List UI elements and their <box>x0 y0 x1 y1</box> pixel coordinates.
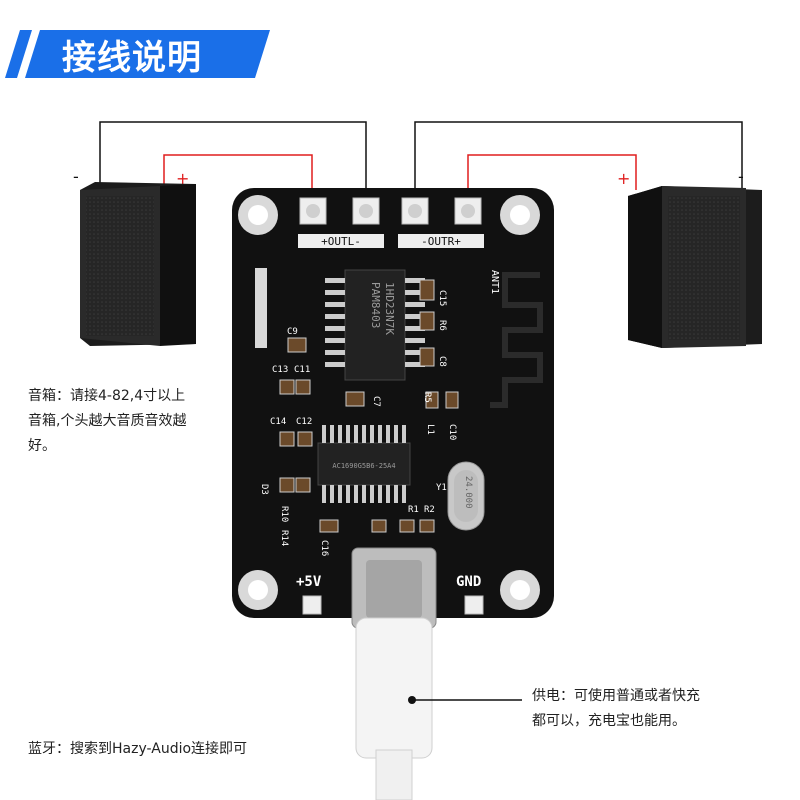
left-speaker <box>80 182 196 346</box>
antenna-trace <box>490 272 543 408</box>
header-banner <box>5 30 270 78</box>
bluetooth-chip: AC1690G5B6-25A4 <box>317 425 411 503</box>
svg-text:C9: C9 <box>287 327 298 337</box>
amp-chip-code: 1HD23N7K <box>383 282 396 335</box>
plus5v-label: +5V <box>296 574 322 590</box>
left-plus-sign: + <box>176 169 189 188</box>
positive-wires <box>163 154 637 208</box>
page-title: 接线说明 <box>62 38 202 78</box>
left-minus-sign: - <box>73 167 79 186</box>
svg-text:R6: R6 <box>437 320 447 331</box>
svg-text:C16: C16 <box>319 540 329 556</box>
svg-text:R5: R5 <box>422 392 432 403</box>
svg-text:Y1: Y1 <box>436 483 447 493</box>
plus5v-pad <box>302 595 322 615</box>
mounting-hole <box>238 195 278 235</box>
svg-text:L1: L1 <box>425 424 435 435</box>
svg-text:C13: C13 <box>272 365 288 375</box>
right-minus-sign: - <box>738 167 744 186</box>
smd-components <box>279 279 459 533</box>
svg-text:C11: C11 <box>294 365 310 375</box>
bluetooth-note: 蓝牙：搜索到Hazy-Audio连接即可 <box>28 741 248 757</box>
speaker-note: 音箱：请接4-82,4寸以上 音箱,个头越大音质音效越 好。 <box>28 384 248 459</box>
power-note-line: 都可以，充电宝也能用。 <box>532 713 686 729</box>
outl-label: +OUTL- <box>321 235 361 248</box>
svg-text:C15: C15 <box>437 290 447 306</box>
output-pads <box>299 197 482 225</box>
crystal: 24.000 <box>447 461 485 531</box>
svg-text:R1: R1 <box>408 505 419 515</box>
silkscreen-labels: C15 R6 C8 C9 C11 C13 C7 R5 C10 L1 C14 C1… <box>259 290 457 556</box>
gnd-pad <box>464 595 484 615</box>
svg-text:C8: C8 <box>437 356 447 367</box>
svg-text:C14: C14 <box>270 417 286 427</box>
svg-text:R2: R2 <box>424 505 435 515</box>
bluetooth-chip-name: AC1690G5B6-25A4 <box>332 462 395 470</box>
speaker-note-line: 音箱,个头越大音质音效越 <box>28 413 187 429</box>
svg-text:D3: D3 <box>259 484 269 495</box>
amp-chip-name: PAM8403 <box>369 282 382 328</box>
svg-text:R10: R10 <box>279 506 289 522</box>
power-note: 供电：可使用普通或者快充 都可以，充电宝也能用。 <box>532 684 782 734</box>
pcb-board: +OUTL- -OUTR+ ANT1 PAM8403 1HD23N7K <box>232 188 554 629</box>
mounting-hole <box>238 570 278 610</box>
usb-cable <box>355 617 433 800</box>
right-speaker <box>628 186 762 348</box>
crystal-label: 24.000 <box>463 476 473 509</box>
mounting-hole <box>500 570 540 610</box>
outr-label: -OUTR+ <box>421 235 461 248</box>
right-plus-sign: + <box>617 169 630 188</box>
usb-c-port <box>351 547 437 629</box>
speaker-note-line: 好。 <box>28 438 56 454</box>
svg-text:C10: C10 <box>447 424 457 440</box>
antenna-label: ANT1 <box>489 270 500 294</box>
mounting-hole <box>500 195 540 235</box>
svg-text:R14: R14 <box>279 530 289 546</box>
amp-chip: PAM8403 1HD23N7K <box>325 269 425 381</box>
power-note-line: 供电：可使用普通或者快充 <box>532 688 700 704</box>
speaker-note-line: 音箱：请接4-82,4寸以上 <box>28 388 186 404</box>
svg-text:C12: C12 <box>296 417 312 427</box>
gnd-label: GND <box>456 574 481 590</box>
svg-text:C7: C7 <box>371 396 381 407</box>
power-callout <box>408 696 522 704</box>
negative-wires <box>99 121 743 208</box>
